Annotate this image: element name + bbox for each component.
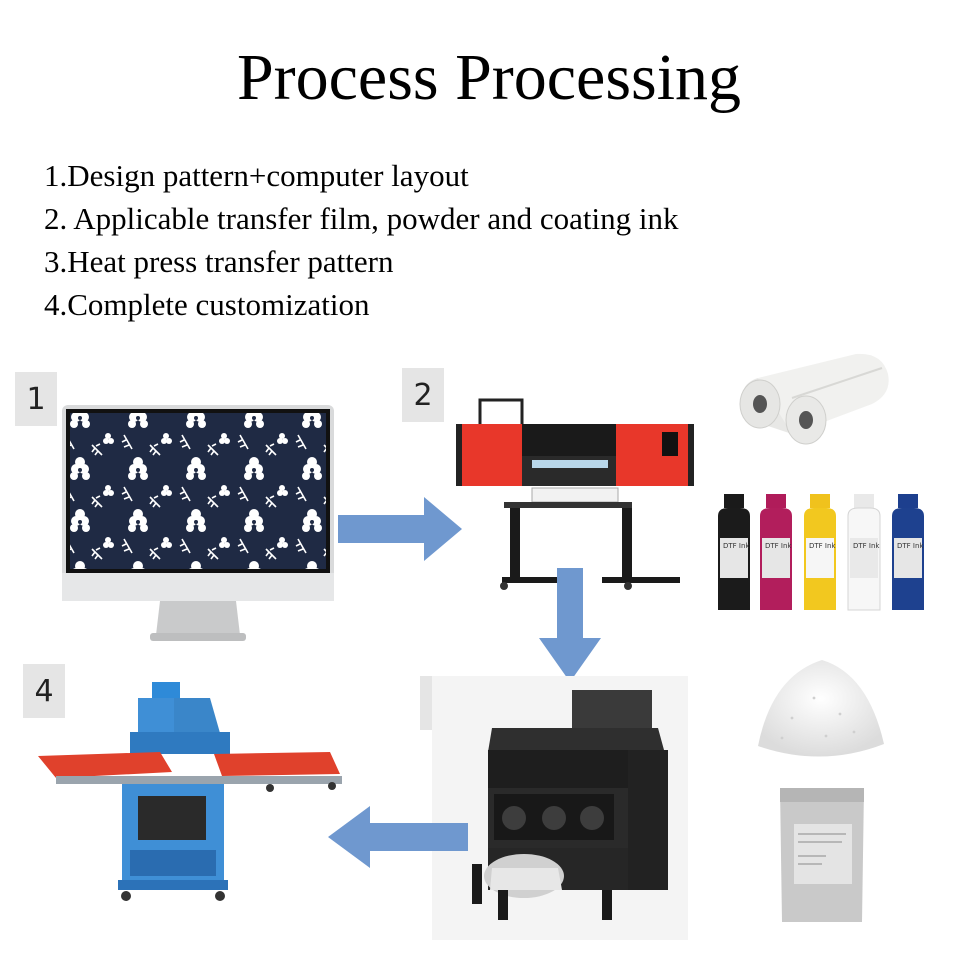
arrow-down-icon: [539, 568, 601, 682]
ink-label-1: DTF Ink: [723, 542, 750, 550]
heat-press-machine-illustration: [38, 682, 342, 901]
step-item-1: 1.Design pattern+computer layout: [44, 158, 469, 193]
arrow-left-icon: [328, 806, 468, 868]
computer-monitor-illustration: [62, 405, 334, 641]
hot-melt-powder-illustration: [758, 660, 884, 757]
dtf-printer-illustration: [456, 398, 694, 590]
step-badge-2: 2: [402, 368, 444, 422]
ink-bottle-yellow: [804, 494, 836, 610]
arrow-right-icon: [338, 497, 462, 561]
ink-label-2: DTF Ink: [765, 542, 792, 550]
ink-bottle-black: [718, 494, 750, 610]
transfer-film-rolls-illustration: [739, 353, 889, 445]
ink-label-3: DTF Ink: [809, 542, 836, 550]
ink-label-4: DTF Ink: [853, 542, 880, 550]
step-item-2: 2. Applicable transfer film, powder and …: [44, 201, 679, 236]
dtf-ink-bottles-illustration: DTF Ink DTF Ink DTF Ink DTF Ink DTF Ink: [718, 494, 924, 611]
step-item-3: 3.Heat press transfer pattern: [44, 244, 394, 279]
ink-label-5: DTF Ink: [897, 542, 924, 550]
powder-shaker-machine-illustration: [432, 676, 688, 940]
powder-bag-illustration: [780, 788, 864, 922]
ink-bottle-white: [847, 494, 881, 611]
step-list: 1.Design pattern+computer layout 2. Appl…: [44, 154, 678, 326]
step-item-4: 4.Complete customization: [44, 287, 370, 322]
page-title: Process Processing: [236, 41, 742, 114]
step-badge-1: 1: [15, 372, 57, 426]
ink-bottle-cyan: [892, 494, 924, 610]
ink-bottle-magenta: [760, 494, 792, 610]
step-badge-4: 4: [23, 664, 65, 718]
